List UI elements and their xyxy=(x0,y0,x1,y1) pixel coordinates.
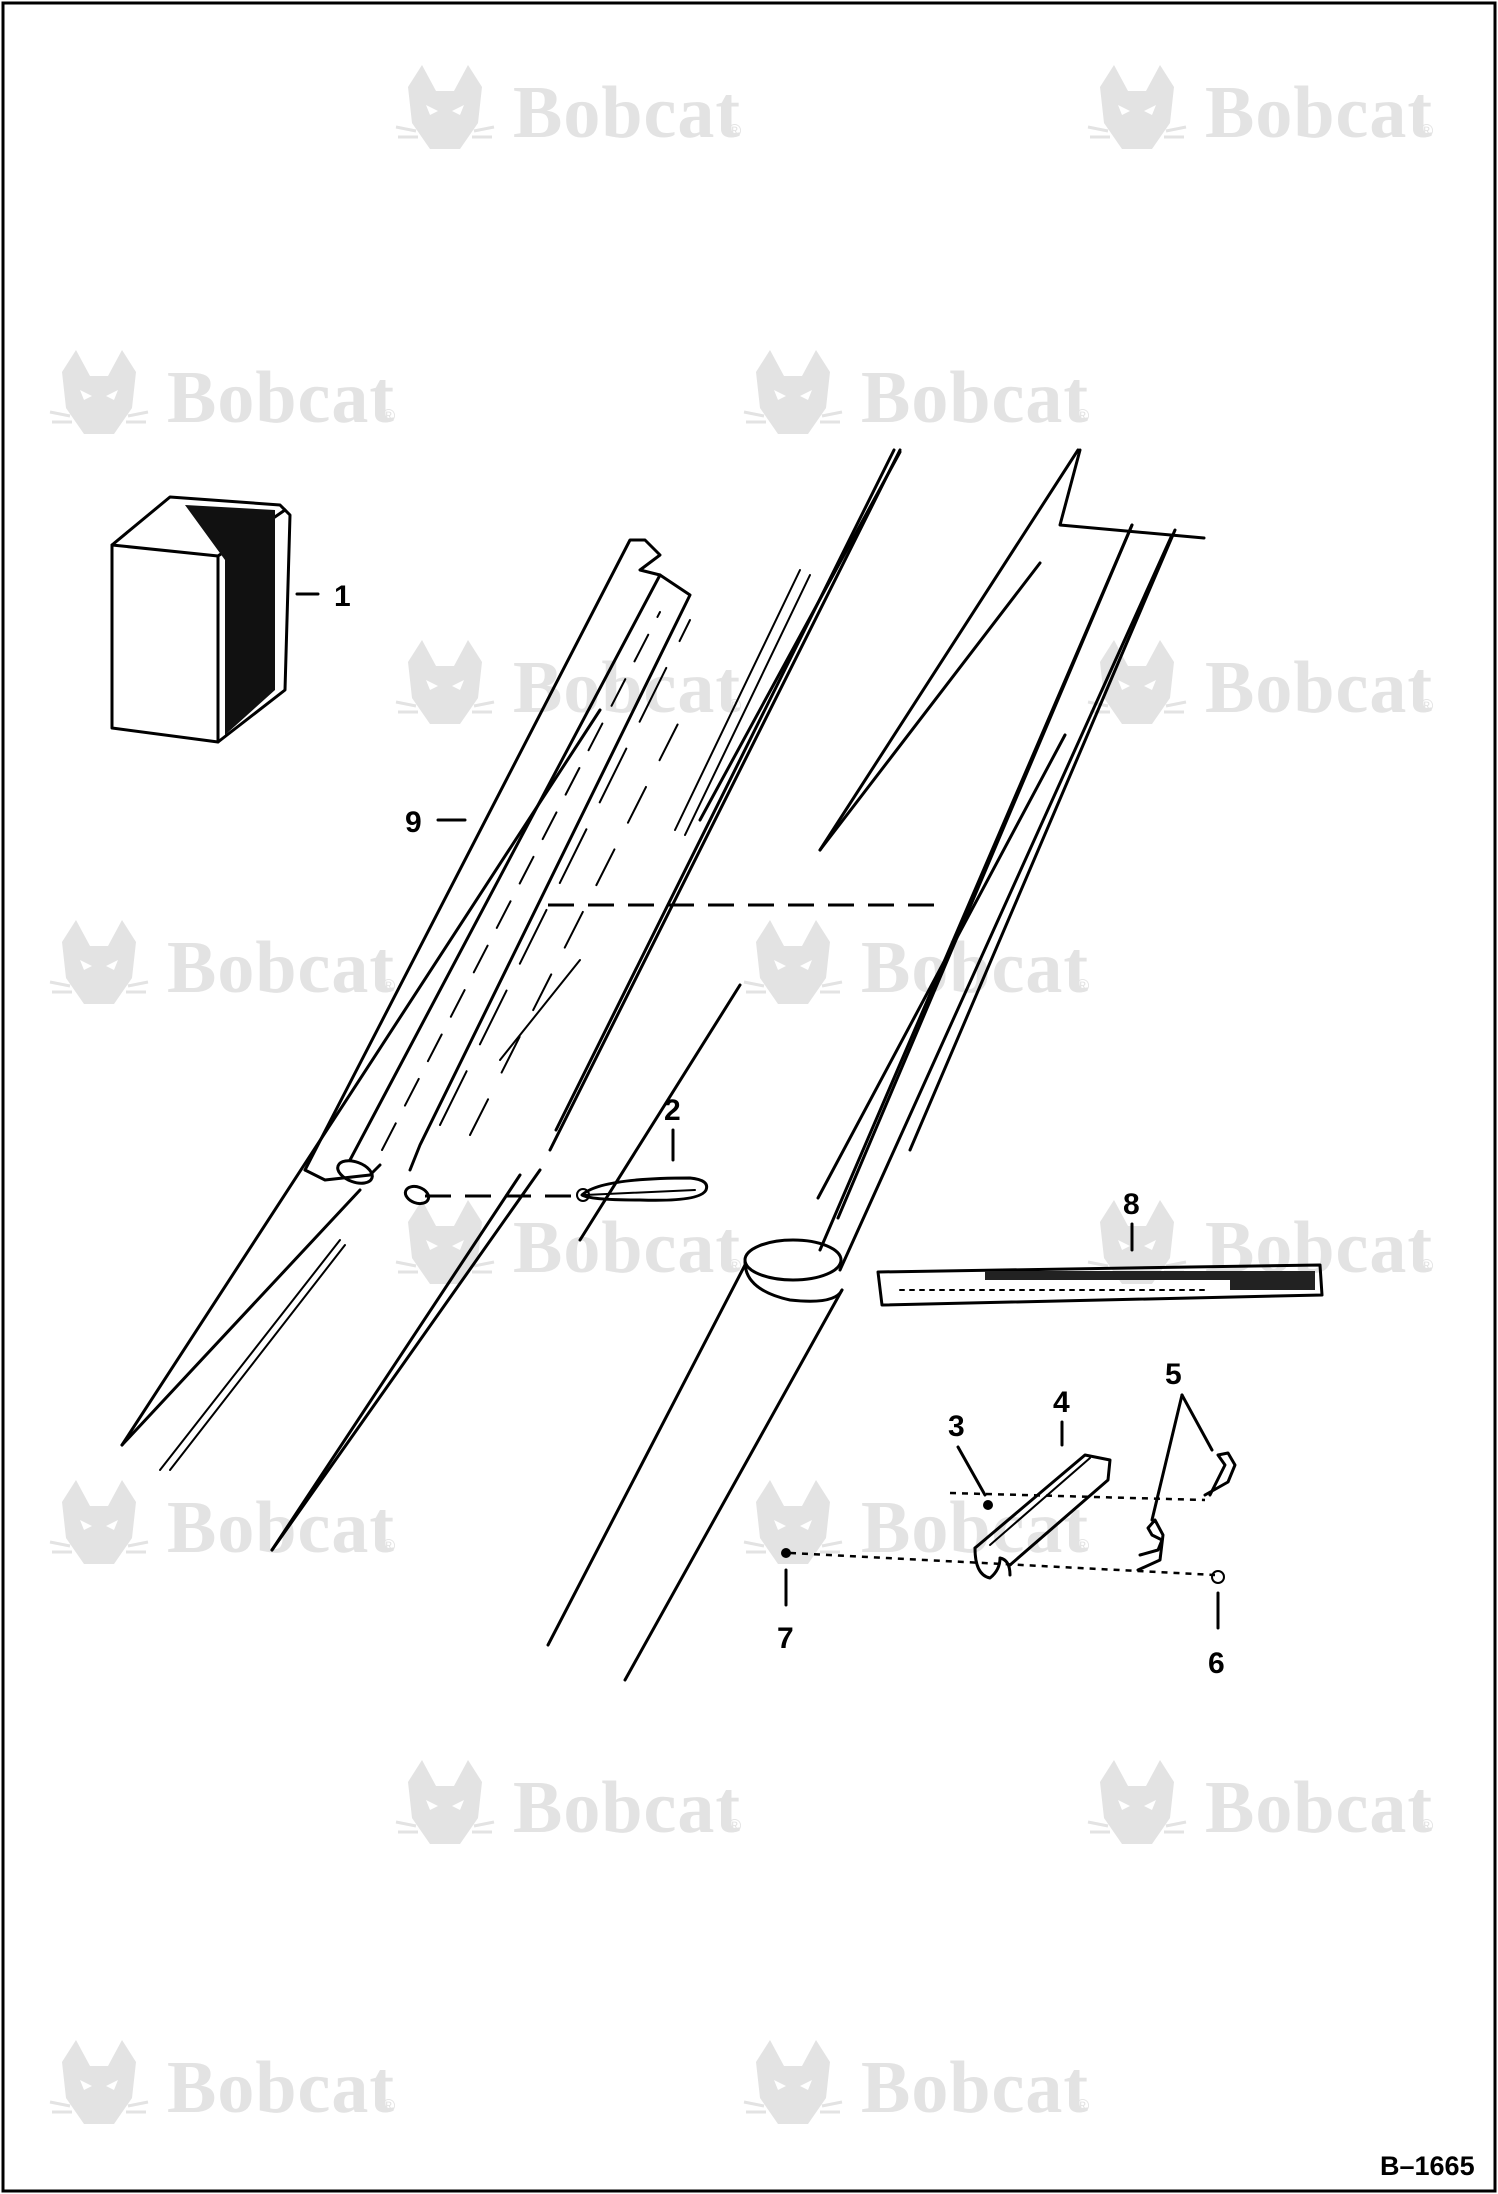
watermark-reg: ® xyxy=(1076,976,1089,996)
watermark: Bobcat ® xyxy=(394,63,741,154)
watermark: Bobcat ® xyxy=(48,1478,395,1569)
watermark: Bobcat ® xyxy=(394,638,741,729)
watermark-text: Bobcat xyxy=(1205,72,1433,154)
part-5-clamps xyxy=(1136,1451,1237,1572)
machine-structure xyxy=(120,448,1206,1682)
watermark-text: Bobcat xyxy=(513,1207,741,1289)
watermark-reg: ® xyxy=(1076,406,1089,426)
callout-7: 7 xyxy=(777,1622,794,1655)
bobcat-head-logo-icon xyxy=(1086,638,1188,726)
watermark-reg: ® xyxy=(1420,121,1433,141)
part-1-box xyxy=(110,495,292,744)
part-9-channel xyxy=(303,538,692,1206)
watermark: Bobcat ® xyxy=(1086,1758,1433,1849)
watermark-reg: ® xyxy=(728,1256,741,1276)
watermark-text: Bobcat xyxy=(861,2047,1089,2129)
watermark-reg: ® xyxy=(1420,1256,1433,1276)
watermark: Bobcat ® xyxy=(1086,63,1433,154)
watermark-reg: ® xyxy=(728,1816,741,1836)
watermark: Bobcat ® xyxy=(394,1198,741,1289)
callout-3: 3 xyxy=(948,1410,965,1443)
callout-8: 8 xyxy=(1123,1188,1140,1221)
watermark: Bobcat ® xyxy=(48,918,395,1009)
watermark: Bobcat ® xyxy=(742,918,1089,1009)
watermark-text: Bobcat xyxy=(1205,647,1433,729)
callout-1: 1 xyxy=(334,580,351,613)
watermark-reg: ® xyxy=(728,121,741,141)
callout-5: 5 xyxy=(1165,1358,1182,1391)
watermark-text: Bobcat xyxy=(167,2047,395,2129)
cylinder-barrel xyxy=(546,1238,844,1682)
watermark-layer: Bobcat ® Bobcat ® Bobcat ® Bobcat ® Bobc… xyxy=(48,63,1433,2129)
callout-labels: 1 9 2 8 4 3 5 7 6 xyxy=(334,580,1225,1680)
watermark-text: Bobcat xyxy=(513,1767,741,1849)
bobcat-head-logo-icon xyxy=(742,1478,844,1566)
figure-id: B–1665 xyxy=(1380,2151,1475,2181)
watermark-text: Bobcat xyxy=(1205,1767,1433,1849)
bobcat-head-logo-icon xyxy=(394,63,496,151)
part-4-clip xyxy=(973,1453,1112,1580)
bobcat-head-logo-icon xyxy=(394,1758,496,1846)
bobcat-head-logo-icon xyxy=(48,2038,150,2126)
callout-6: 6 xyxy=(1208,1647,1225,1680)
watermark-text: Bobcat xyxy=(167,1487,395,1569)
watermark: Bobcat ® xyxy=(742,348,1089,439)
part-2-pin xyxy=(576,1176,709,1202)
callout-4: 4 xyxy=(1053,1386,1070,1419)
callout-2: 2 xyxy=(664,1094,681,1127)
bobcat-head-logo-icon xyxy=(1086,1758,1188,1846)
watermark-reg: ® xyxy=(1420,1816,1433,1836)
part-7-washer xyxy=(781,1548,791,1558)
watermark: Bobcat ® xyxy=(394,1758,741,1849)
part-6-nut xyxy=(1211,1570,1225,1584)
watermark-reg: ® xyxy=(1076,1536,1089,1556)
watermark: Bobcat ® xyxy=(742,2038,1089,2129)
bobcat-head-logo-icon xyxy=(48,918,150,1006)
bobcat-head-logo-icon xyxy=(1086,63,1188,151)
watermark-text: Bobcat xyxy=(167,927,395,1009)
leader-lines xyxy=(295,592,1220,1630)
bobcat-head-logo-icon xyxy=(394,638,496,726)
bobcat-head-logo-icon xyxy=(48,348,150,436)
watermark-reg: ® xyxy=(382,2096,395,2116)
bobcat-head-logo-icon xyxy=(742,348,844,436)
watermark: Bobcat ® xyxy=(48,2038,395,2129)
bobcat-head-logo-icon xyxy=(742,2038,844,2126)
watermark-reg: ® xyxy=(1076,2096,1089,2116)
alignment-lines xyxy=(425,903,1216,1577)
callout-9: 9 xyxy=(405,806,422,839)
bobcat-head-logo-icon xyxy=(742,918,844,1006)
watermark-text: Bobcat xyxy=(513,72,741,154)
watermark-reg: ® xyxy=(382,406,395,426)
watermark: Bobcat ® xyxy=(48,348,395,439)
watermark-text: Bobcat xyxy=(513,647,741,729)
watermark: Bobcat ® xyxy=(1086,638,1433,729)
bobcat-head-logo-icon xyxy=(394,1198,496,1286)
watermark-text: Bobcat xyxy=(861,357,1089,439)
watermark-reg: ® xyxy=(1420,696,1433,716)
part-8-decal xyxy=(876,1263,1324,1307)
bobcat-head-logo-icon xyxy=(48,1478,150,1566)
watermark-reg: ® xyxy=(382,976,395,996)
watermark-reg: ® xyxy=(382,1536,395,1556)
part-3-bolt xyxy=(983,1500,993,1510)
watermark-text: Bobcat xyxy=(167,357,395,439)
